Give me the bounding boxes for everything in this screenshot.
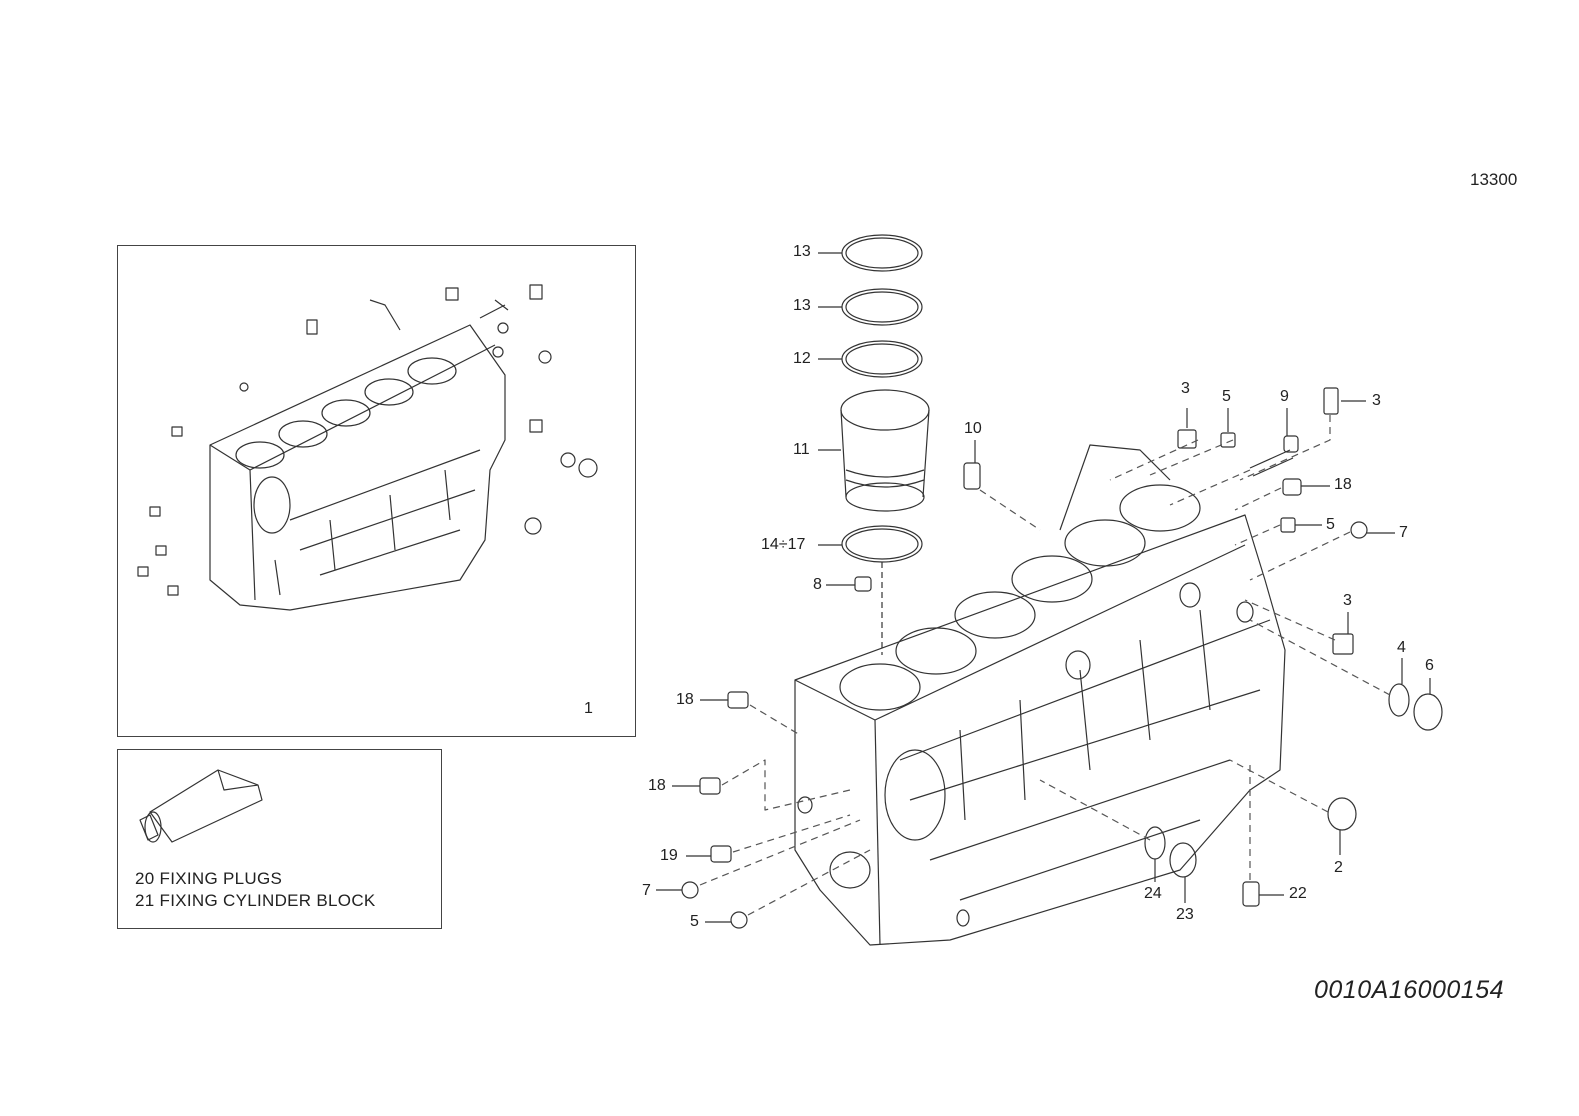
callout-4: 4 bbox=[1397, 639, 1406, 656]
kit-box bbox=[117, 749, 442, 929]
callout-5-left: 5 bbox=[690, 913, 699, 930]
callout-24: 24 bbox=[1144, 885, 1162, 902]
assembly-lines bbox=[699, 415, 1391, 916]
callout-11: 11 bbox=[793, 441, 810, 458]
kit-line-fixing-cylinder-block: 21 FIXING CYLINDER BLOCK bbox=[135, 891, 376, 910]
callout-18-left-lower: 18 bbox=[648, 777, 666, 794]
leader-lines bbox=[656, 252, 1431, 923]
callout-9: 9 bbox=[1280, 388, 1289, 405]
callout-22: 22 bbox=[1289, 885, 1307, 902]
callout-14-17: 14÷17 bbox=[761, 536, 806, 553]
assembly-cylinder-block bbox=[209, 299, 506, 611]
cylinder-liner-parts bbox=[840, 234, 981, 655]
assembly-small-parts bbox=[137, 284, 598, 596]
callout-2: 2 bbox=[1334, 859, 1343, 876]
document-id: 0010A16000154 bbox=[1314, 976, 1505, 1004]
callout-13-lower: 13 bbox=[793, 297, 811, 314]
callout-3-top-right: 3 bbox=[1372, 392, 1381, 409]
callout-19: 19 bbox=[660, 847, 678, 864]
callout-5-top: 5 bbox=[1222, 388, 1231, 405]
callout-18-left-upper: 18 bbox=[676, 691, 694, 708]
callout-18-right: 18 bbox=[1334, 476, 1352, 493]
callout-10: 10 bbox=[964, 420, 982, 437]
callout-7-left: 7 bbox=[642, 882, 651, 899]
assembly-label: 1 bbox=[584, 700, 593, 717]
callout-8: 8 bbox=[813, 576, 822, 593]
callout-3-top-left: 3 bbox=[1181, 380, 1190, 397]
callout-3-right: 3 bbox=[1343, 592, 1352, 609]
callout-23: 23 bbox=[1176, 906, 1194, 923]
callout-5-right: 5 bbox=[1326, 516, 1335, 533]
assembly-box bbox=[117, 245, 636, 737]
main-cylinder-block bbox=[794, 444, 1286, 946]
callout-6: 6 bbox=[1425, 657, 1434, 674]
callout-7-right: 7 bbox=[1399, 524, 1408, 541]
page-code: 13300 bbox=[1470, 170, 1518, 189]
callout-12: 12 bbox=[793, 350, 811, 367]
kit-line-fixing-plugs: 20 FIXING PLUGS bbox=[135, 869, 283, 888]
callout-13-upper: 13 bbox=[793, 243, 811, 260]
sealant-tube bbox=[139, 769, 263, 843]
left-fixing-parts bbox=[681, 691, 749, 929]
